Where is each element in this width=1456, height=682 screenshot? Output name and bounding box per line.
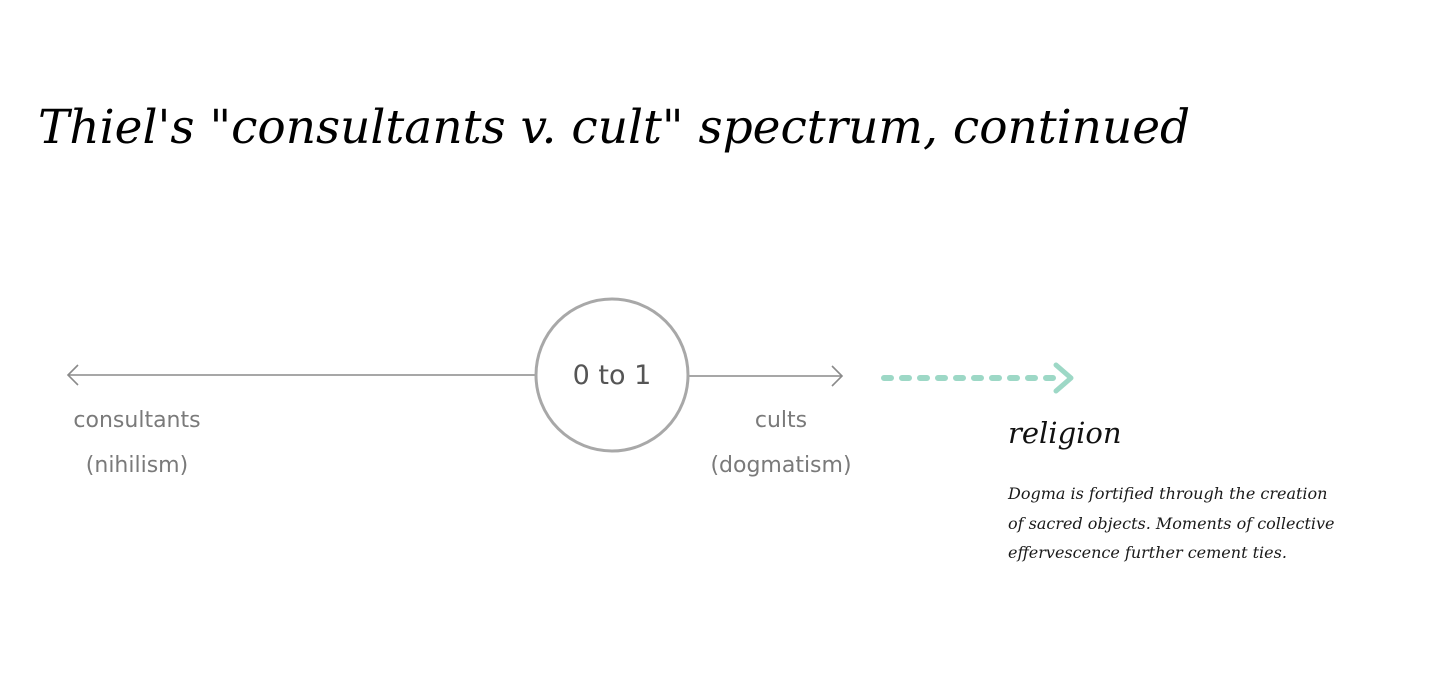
extension-heading: religion: [1008, 416, 1122, 450]
left-pole-label: consultants (nihilism): [66, 398, 208, 488]
left-arrowhead-icon: [66, 364, 79, 386]
right-pole-name: cults: [754, 408, 808, 433]
extension-description: Dogma is fortified through the creation …: [1008, 484, 1335, 562]
extension-arrowhead-icon: [1053, 362, 1074, 394]
left-pole-subname: (nihilism): [85, 453, 189, 478]
center-circle: [534, 297, 690, 453]
right-pole-label: cults (dogmatism): [706, 398, 856, 488]
left-pole-name: consultants: [73, 408, 201, 433]
right-arrowhead-icon: [831, 365, 844, 387]
center-label: 0 to 1: [572, 360, 652, 391]
slide-title: Thiel's "consultants v. cult" spectrum, …: [38, 100, 1191, 155]
right-pole-subname: (dogmatism): [710, 453, 852, 478]
